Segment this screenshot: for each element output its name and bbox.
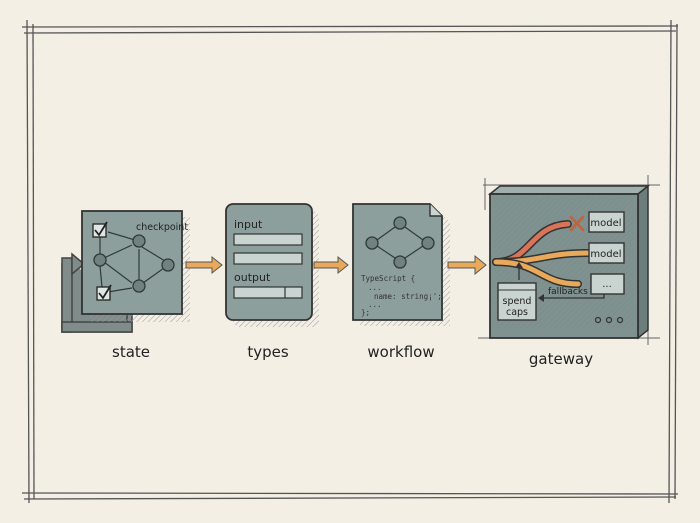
input-field <box>233 233 303 246</box>
spend-caps-window <box>497 282 537 321</box>
types-label: types <box>247 343 289 361</box>
graph-node <box>161 258 175 272</box>
loop-arrow-vertical <box>61 257 73 333</box>
model-label: model <box>590 218 621 229</box>
loop-arrowhead <box>71 252 86 276</box>
workflow-label: workflow <box>367 343 434 361</box>
right-arrow-icon <box>447 254 487 276</box>
graph-node <box>93 253 107 267</box>
spend-label: spend <box>503 296 532 307</box>
output-field <box>233 286 303 299</box>
gateway-side <box>637 184 649 340</box>
right-arrow-icon <box>185 255 223 275</box>
model-label: model <box>590 249 621 260</box>
graph-node <box>421 236 435 250</box>
code-line: ... <box>368 283 382 292</box>
checkbox-icon <box>96 284 112 301</box>
x-mark-icon <box>569 215 585 232</box>
model-box <box>588 242 625 264</box>
graph-node <box>132 234 146 248</box>
caps-label: caps <box>506 307 528 318</box>
right-arrow-icon <box>313 255 349 275</box>
input-label: input <box>234 218 263 231</box>
checkpoint-label: checkpoint <box>136 222 188 233</box>
graph-node <box>132 279 146 293</box>
state-graph-nodes <box>93 234 175 293</box>
fallbacks-label: fallbacks <box>548 287 588 297</box>
gateway-stage: model model ... fallbacks spend caps gat… <box>478 175 660 368</box>
code-line: name: string¡'; <box>374 292 442 301</box>
state-stage: checkpoint state <box>61 210 190 361</box>
types-stage: input output types <box>225 203 319 361</box>
gateway-top <box>487 185 651 195</box>
workflow-graph-edges <box>376 226 424 259</box>
fallbacks-arrowhead <box>538 294 544 302</box>
loop-arrow-horizontal <box>61 321 133 333</box>
spend-caps-arrowhead <box>515 262 523 268</box>
routing-paths <box>492 220 592 288</box>
frame-border <box>21 19 679 504</box>
graph-node <box>393 216 407 230</box>
workflow-stage: TypeScript { ... name: string¡'; ... }; … <box>352 203 450 361</box>
output-label: output <box>234 271 271 284</box>
fallback-model-label: ... <box>602 279 612 290</box>
status-lights <box>594 316 624 324</box>
gateway-label: gateway <box>529 350 593 368</box>
graph-node <box>365 236 379 250</box>
page-fold <box>429 204 442 217</box>
code-line: TypeScript { <box>361 274 415 283</box>
code-line: }; <box>361 308 370 317</box>
state-label: state <box>112 343 150 361</box>
fallbacks-arrow <box>544 294 605 299</box>
fallback-model-box <box>590 273 625 295</box>
checkbox-icon <box>92 221 108 238</box>
graph-node <box>393 255 407 269</box>
model-box <box>588 211 625 233</box>
code-line: ... <box>368 300 382 309</box>
state-graph-edges <box>99 231 166 293</box>
input-field <box>233 252 303 265</box>
